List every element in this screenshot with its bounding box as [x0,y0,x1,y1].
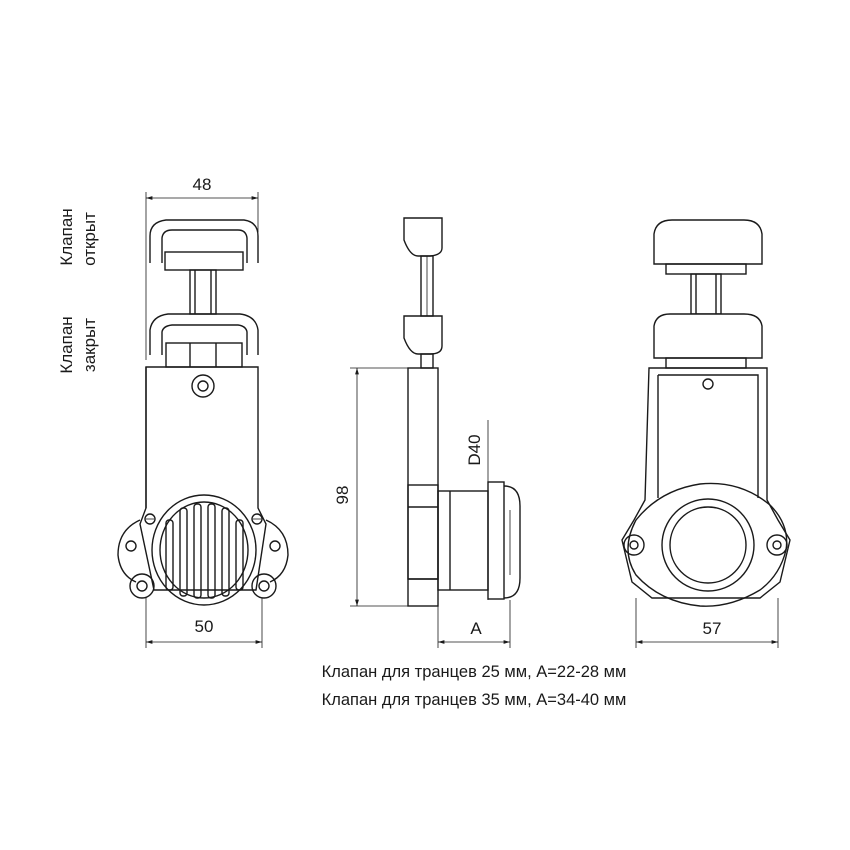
dimension-d40-label: D40 [465,434,484,465]
dimension-a-label: A [470,619,482,638]
dimension-transom: A [437,600,511,648]
dimension-48-label: 48 [193,175,212,194]
dimension-98-label: 98 [333,486,352,505]
back-view-right [621,219,791,607]
dimension-width-top: 48 [145,175,259,360]
dimension-57-label: 57 [703,619,722,638]
dimension-diameter: D40 [465,420,489,600]
valve-open-label-2: открыт [80,212,99,266]
caption-line-1: Клапан для транцев 25 мм, А=22-28 мм [322,663,627,681]
front-view-left [117,219,289,606]
caption-line-2: Клапан для транцев 35 мм, А=34-40 мм [322,691,627,709]
side-view-middle [403,217,521,607]
dimension-50-label: 50 [195,617,214,636]
valve-open-label-1: Клапан [57,208,76,265]
dimension-height: 98 [333,367,420,607]
valve-closed-label-2: закрыт [80,318,99,372]
valve-closed-label-1: Клапан [57,316,76,373]
dimension-width-bottom-right: 57 [635,598,779,648]
dimension-width-bottom-left: 50 [145,598,263,648]
